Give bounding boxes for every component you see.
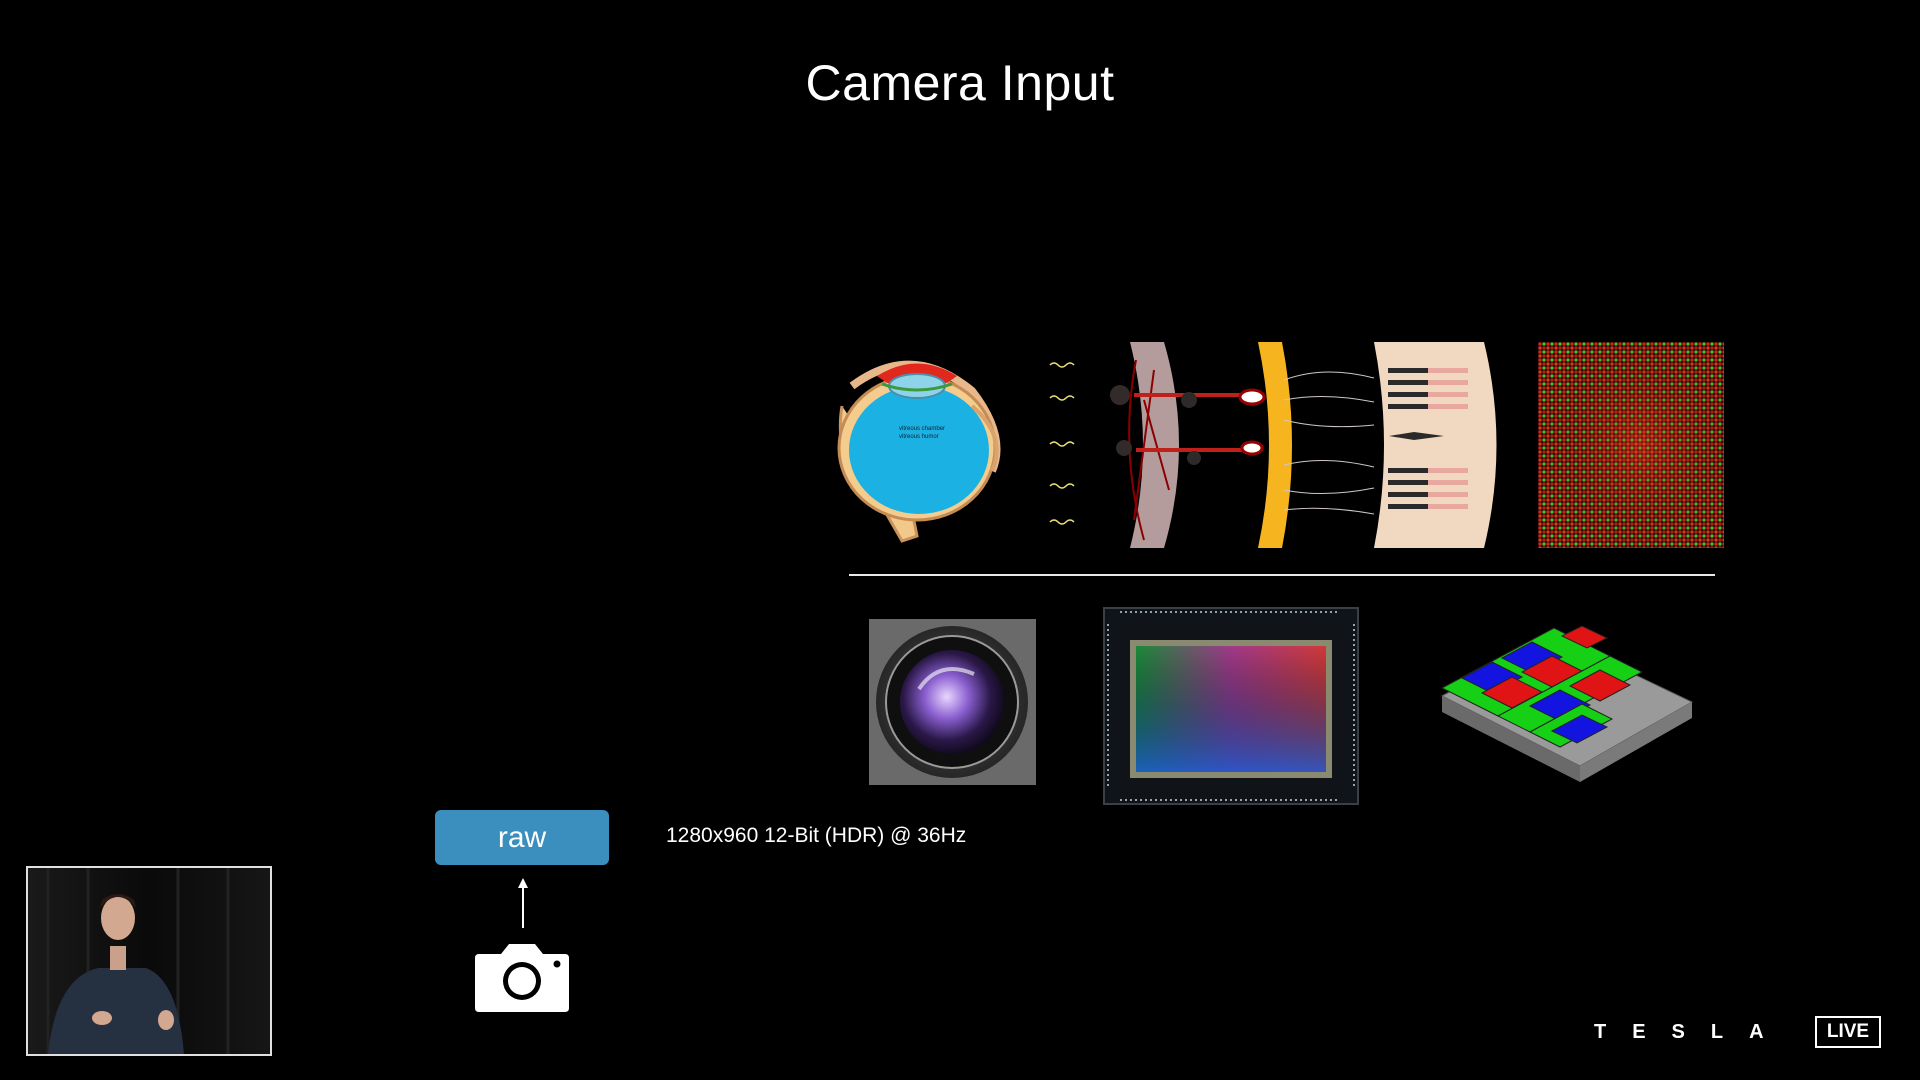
camera-icon [475,944,569,1012]
arrow-up-icon [518,878,528,928]
retinal-mosaic-image [1538,342,1724,548]
raw-button[interactable]: raw [435,810,609,865]
tesla-logo: TESLA [1594,1021,1790,1043]
camera-spec-text: 1280x960 12-Bit (HDR) @ 36Hz [666,824,967,847]
live-badge: LIVE [1815,1016,1881,1048]
slide-title: Camera Input [805,55,1115,111]
image-sensor-image [1103,607,1359,805]
camera-lens-image [869,619,1036,785]
section-divider [849,574,1715,576]
eye-label-line1: vitreous chamber [899,426,945,432]
eye-anatomy-image: vitreous chamber vitreous humor [837,360,1001,543]
presenter-video-thumbnail [26,866,272,1056]
retina-cross-section-image [1049,342,1497,548]
bayer-filter-image [1440,625,1694,782]
eye-label-line2: vitreous humor [899,434,939,440]
